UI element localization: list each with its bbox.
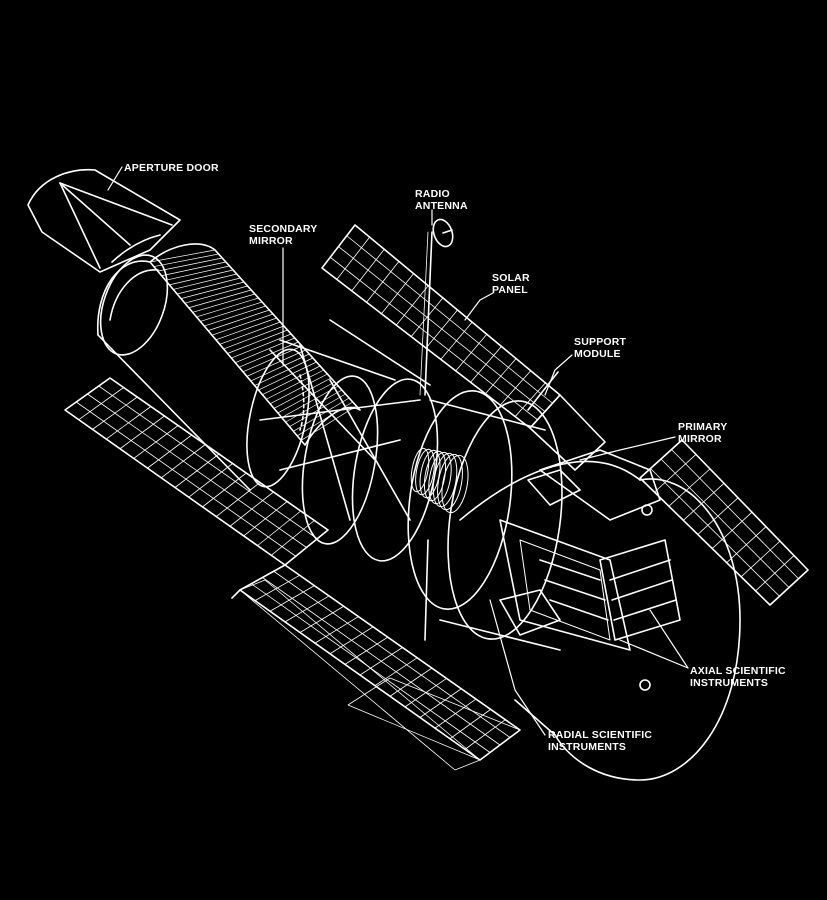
- leader-lines: [107, 166, 689, 736]
- forward-shell: [259, 319, 439, 562]
- aft-shroud: [459, 449, 741, 781]
- support-module: [407, 390, 563, 651]
- label-axial-instruments: AXIAL SCIENTIFIC INSTRUMENTS: [690, 665, 786, 689]
- label-primary-mirror: PRIMARY MIRROR: [678, 421, 728, 445]
- upper-solar-panel: [321, 224, 606, 471]
- aperture-door: [27, 168, 181, 273]
- label-support-module: SUPPORT MODULE: [574, 336, 627, 360]
- label-aperture-door: APERTURE DOOR: [124, 162, 219, 174]
- lower-solar-panel: [64, 377, 521, 771]
- light-shield-tube: [97, 243, 361, 491]
- upper-solar-panel-far: [639, 439, 809, 606]
- label-secondary-mirror: SECONDARY MIRROR: [249, 223, 318, 247]
- radio-antenna: [419, 218, 454, 396]
- label-radial-instruments: RADIAL SCIENTIFIC INSTRUMENTS: [548, 729, 653, 753]
- label-solar-panel: SOLAR PANEL: [492, 272, 530, 296]
- label-radio-antenna: RADIO ANTENNA: [415, 188, 468, 212]
